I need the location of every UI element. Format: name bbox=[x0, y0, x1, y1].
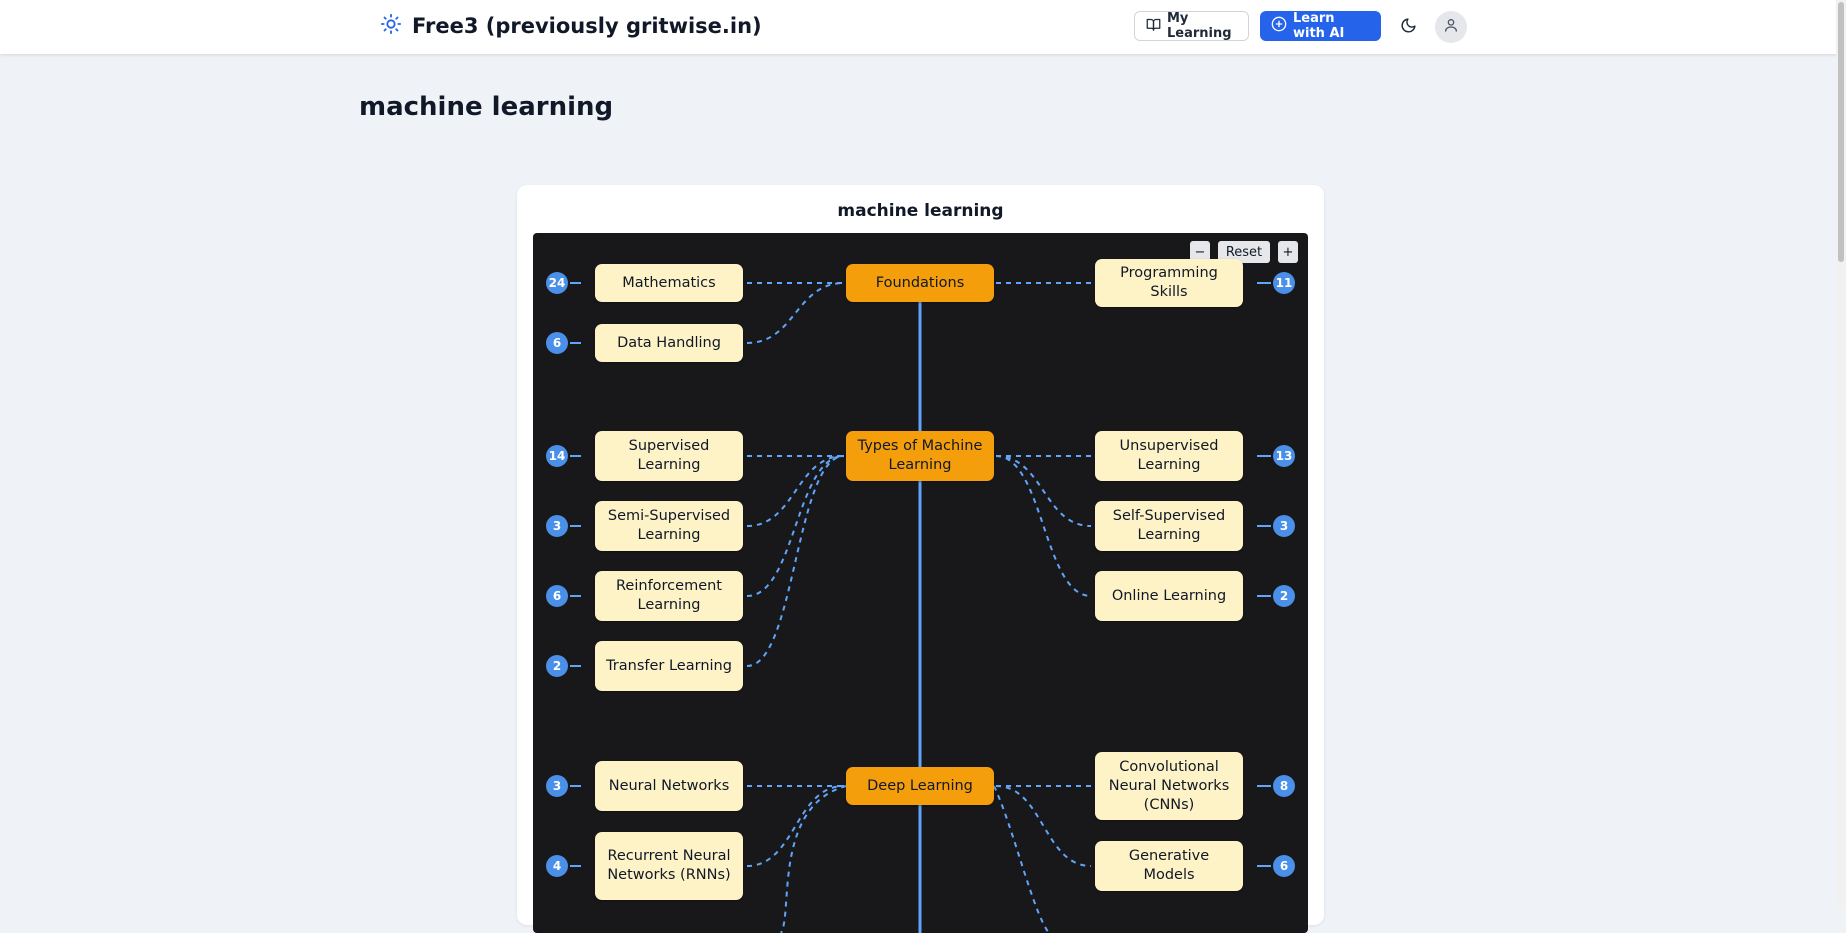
subtopic-count-badge[interactable]: 6 bbox=[1273, 855, 1295, 877]
topic-node-reinforcement-learning[interactable]: Reinforcement Learning bbox=[595, 571, 743, 621]
theme-toggle-button[interactable] bbox=[1393, 12, 1423, 42]
subtopic-count-badge[interactable]: 24 bbox=[546, 272, 568, 294]
my-learning-label: My Learning bbox=[1167, 11, 1232, 41]
link-line bbox=[780, 785, 847, 933]
topic-node-self-supervised-learning[interactable]: Self-Supervised Learning bbox=[1095, 501, 1243, 551]
book-icon bbox=[1146, 17, 1161, 36]
learn-with-ai-button[interactable]: Learn with AI bbox=[1260, 11, 1381, 41]
topic-node-transfer-learning[interactable]: Transfer Learning bbox=[595, 641, 743, 691]
topic-node-programming-skills[interactable]: Programming Skills bbox=[1095, 259, 1243, 307]
topic-node-unsupervised-learning[interactable]: Unsupervised Learning bbox=[1095, 431, 1243, 481]
link-line bbox=[746, 455, 845, 527]
plus-circle-icon bbox=[1271, 16, 1287, 36]
mindmap-title: machine learning bbox=[837, 201, 1004, 221]
link-line bbox=[995, 455, 1092, 597]
subtopic-count-badge[interactable]: 11 bbox=[1273, 272, 1295, 294]
brand[interactable]: Free3 (previously gritwise.in) bbox=[380, 13, 762, 39]
subtopic-count-badge[interactable]: 3 bbox=[546, 775, 568, 797]
learn-with-ai-label: Learn with AI bbox=[1293, 11, 1345, 41]
brand-title: Free3 (previously gritwise.in) bbox=[412, 14, 762, 38]
link-line bbox=[746, 455, 845, 597]
subtopic-count-badge[interactable]: 3 bbox=[546, 515, 568, 537]
user-icon bbox=[1443, 17, 1459, 37]
central-node-types-of-machine-learning[interactable]: Types of Machine Learning bbox=[846, 431, 994, 481]
topic-node-recurrent-neural-networks-rnns[interactable]: Recurrent Neural Networks (RNNs) bbox=[595, 832, 743, 900]
link-line bbox=[746, 282, 845, 344]
page-title: machine learning bbox=[359, 92, 614, 122]
top-navbar: Free3 (previously gritwise.in) My Learni… bbox=[0, 0, 1846, 54]
subtopic-count-badge[interactable]: 2 bbox=[1273, 585, 1295, 607]
topic-node-convolutional-neural-networks-cnns[interactable]: Convolutional Neural Networks (CNNs) bbox=[1095, 752, 1243, 820]
link-line bbox=[995, 455, 1092, 527]
link-line bbox=[746, 785, 845, 867]
mindmap-card: machine learning − Reset + Foundations Ma… bbox=[517, 185, 1324, 933]
subtopic-count-badge[interactable]: 14 bbox=[546, 445, 568, 467]
topic-node-supervised-learning[interactable]: Supervised Learning bbox=[595, 431, 743, 481]
topic-node-mathematics[interactable]: Mathematics bbox=[595, 264, 743, 302]
user-avatar-button[interactable] bbox=[1435, 11, 1467, 43]
link-line bbox=[993, 785, 1050, 933]
reset-zoom-button[interactable]: Reset bbox=[1218, 241, 1270, 263]
moon-icon bbox=[1400, 17, 1417, 38]
my-learning-button[interactable]: My Learning bbox=[1134, 11, 1249, 41]
topic-node-semi-supervised-learning[interactable]: Semi-Supervised Learning bbox=[595, 501, 743, 551]
central-node-deep-learning[interactable]: Deep Learning bbox=[846, 767, 994, 805]
topic-node-data-handling[interactable]: Data Handling bbox=[595, 324, 743, 362]
topic-node-generative-models[interactable]: Generative Models bbox=[1095, 841, 1243, 891]
subtopic-count-badge[interactable]: 2 bbox=[546, 655, 568, 677]
subtopic-count-badge[interactable]: 3 bbox=[1273, 515, 1295, 537]
subtopic-count-badge[interactable]: 8 bbox=[1273, 775, 1295, 797]
topic-node-neural-networks[interactable]: Neural Networks bbox=[595, 761, 743, 811]
scrollbar-thumb[interactable] bbox=[1838, 2, 1844, 262]
zoom-in-button[interactable]: + bbox=[1278, 241, 1298, 263]
central-node-foundations[interactable]: Foundations bbox=[846, 264, 994, 302]
subtopic-count-badge[interactable]: 6 bbox=[546, 585, 568, 607]
sun-icon bbox=[380, 13, 402, 39]
subtopic-count-badge[interactable]: 6 bbox=[546, 332, 568, 354]
topic-node-online-learning[interactable]: Online Learning bbox=[1095, 571, 1243, 621]
subtopic-count-badge[interactable]: 4 bbox=[546, 855, 568, 877]
zoom-out-button[interactable]: − bbox=[1190, 241, 1210, 263]
subtopic-count-badge[interactable]: 13 bbox=[1273, 445, 1295, 467]
page-scrollbar[interactable] bbox=[1836, 0, 1846, 906]
link-line bbox=[746, 455, 845, 667]
